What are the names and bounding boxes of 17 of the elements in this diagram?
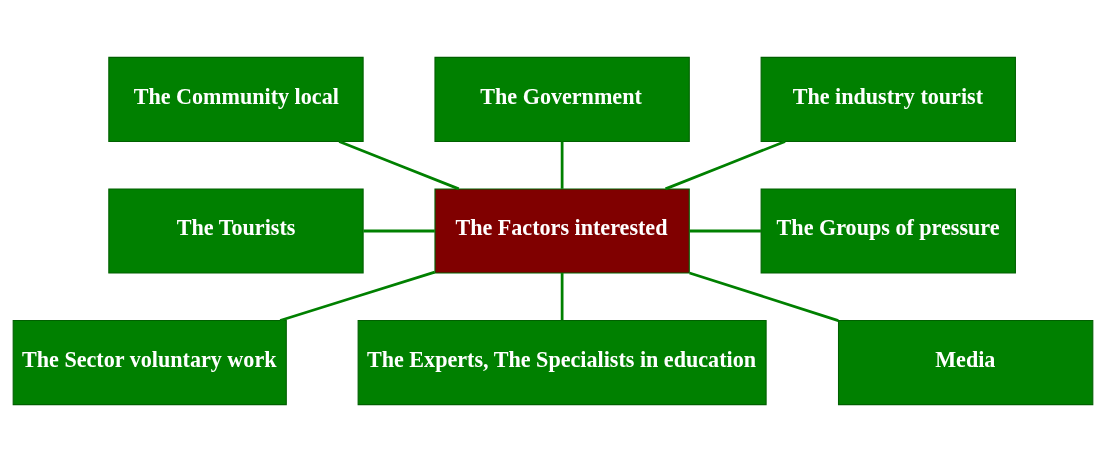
connector	[279, 270, 436, 322]
node-box: The Community local	[108, 56, 364, 142]
connector	[363, 229, 435, 232]
node-box: The Factors interested	[434, 187, 690, 274]
node-box: The Sector voluntary work	[12, 319, 287, 405]
connector	[560, 272, 564, 320]
connector	[689, 229, 761, 232]
node-box: Media	[837, 319, 1094, 405]
connector	[560, 140, 564, 189]
connector	[338, 139, 460, 190]
node-box: The industry tourist	[760, 56, 1016, 142]
connector	[664, 139, 786, 190]
connector	[689, 271, 839, 322]
node-box: The Experts, The Specialists in education	[357, 319, 767, 405]
node-box: The Tourists	[108, 187, 364, 274]
node-box: The Groups of pressure	[760, 187, 1016, 274]
node-box: The Government	[434, 56, 690, 142]
